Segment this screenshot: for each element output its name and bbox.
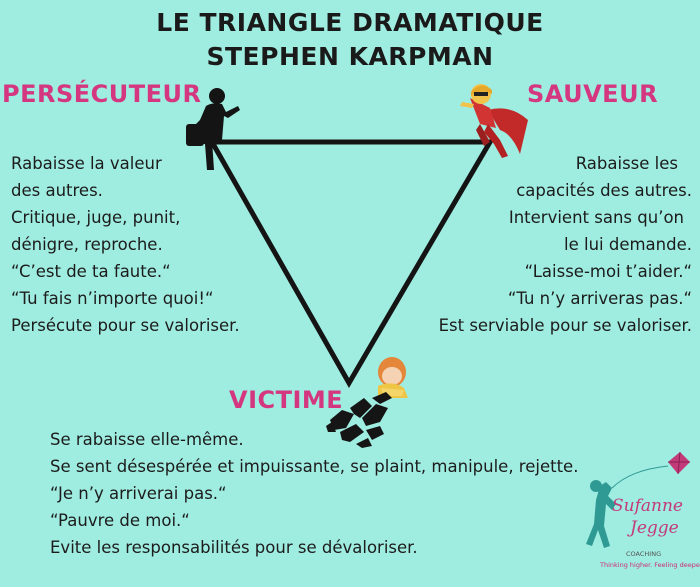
sauveur-line: capacités des autres. [516,181,692,200]
sauveur-line: Intervient sans qu’on [508,208,684,227]
victime-line: Se rabaisse elle-même. [50,430,244,449]
role-label-persecuteur: PERSÉCUTEUR [2,80,202,108]
victime-description: Se rabaisse elle-même. Se sent désespéré… [50,426,578,561]
persecutor-figure-icon [186,88,240,170]
victime-line: “Pauvre de moi.“ [50,511,190,530]
victim-child-icon [378,357,408,398]
persecuteur-line: “C’est de ta faute.“ [11,262,171,281]
page-title-line2: STEPHEN KARPMAN [206,42,494,71]
drama-triangle [207,139,495,389]
sauveur-description: Rabaisse les capacités des autres. Inter… [439,150,692,339]
logo-kite-icon [668,451,690,475]
sauveur-line: “Tu n’y arriveras pas.“ [507,289,692,308]
persecuteur-line: “Tu fais n’importe quoi!“ [11,289,214,308]
logo-name-line1: Sufanne [612,496,683,516]
logo-figure-icon [586,465,669,548]
sauveur-line: le lui demande. [564,235,692,254]
persecuteur-line: Persécute pour se valoriser. [11,316,240,335]
persecuteur-line: dénigre, reproche. [11,235,163,254]
role-label-victime: VICTIME [229,386,344,414]
sauveur-line: “Laisse-moi t’aider.“ [524,262,692,281]
victime-line: “Je n’y arriverai pas.“ [50,484,227,503]
saviour-superhero-icon [460,84,528,158]
sauveur-line: Rabaisse les [575,154,678,173]
role-label-sauveur: SAUVEUR [527,80,659,108]
page-title-line1: LE TRIANGLE DRAMATIQUE [156,8,544,37]
persecuteur-line: Critique, juge, punit, [11,208,181,227]
logo-name-line2: Jegge [630,518,679,538]
victime-line: Evite les responsabilités pour se dévalo… [50,538,418,557]
sauveur-line: Est serviable pour se valoriser. [438,316,692,335]
logo-tagline: Thinking higher. Feeling deeper [600,561,700,569]
persecuteur-description: Rabaisse la valeur des autres. Critique,… [11,150,240,339]
logo-subtitle: COACHING [626,550,662,558]
victime-line: Se sent désespérée et impuissante, se pl… [50,457,579,476]
persecuteur-line: des autres. [11,181,103,200]
broken-shadow-icon [326,392,392,448]
persecuteur-line: Rabaisse la valeur [11,154,162,173]
